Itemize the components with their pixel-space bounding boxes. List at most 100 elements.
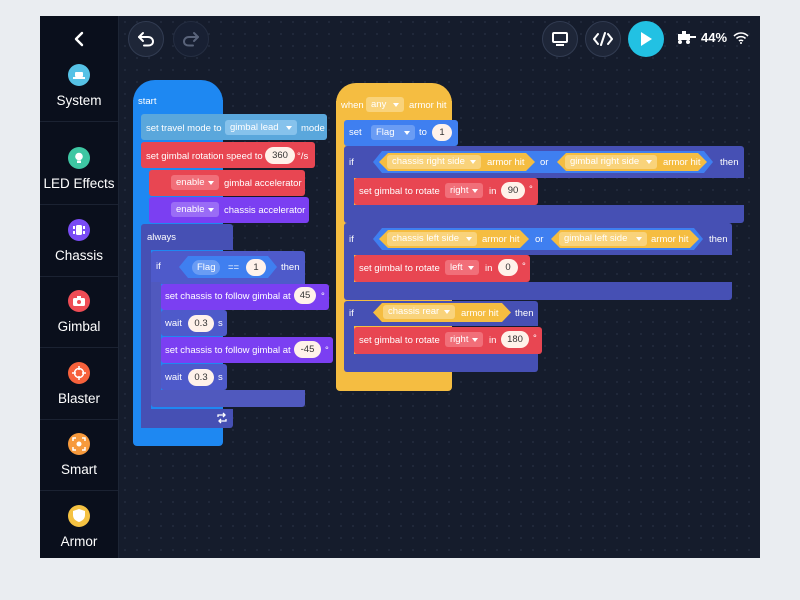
category-chassis[interactable]: Chassis: [40, 205, 118, 277]
category-system[interactable]: System: [40, 50, 118, 122]
armor-any-dropdown[interactable]: any: [366, 97, 404, 112]
rotate-label-2: set gimbal to rotate: [359, 263, 440, 274]
if-flag-block-bottom: [151, 390, 305, 407]
undo-button[interactable]: [128, 21, 164, 57]
wait-input-1[interactable]: 0.3: [188, 315, 214, 332]
follow-angle-input-1[interactable]: 45: [294, 287, 316, 304]
gimbal-left-dropdown[interactable]: gimbal left side: [559, 232, 647, 246]
chassis-right-dropdown[interactable]: chassis right side: [387, 155, 481, 169]
armor-hit-label-2a: armor hit: [482, 234, 520, 245]
chassis-accel-label: chassis accelerator: [224, 205, 306, 216]
play-icon: [641, 32, 652, 46]
code-canvas[interactable]: 44% start set travel mode to gimbal lead…: [119, 16, 760, 558]
to-label: to: [419, 127, 427, 138]
equals-label: ==: [228, 262, 240, 273]
if-left-block-bottom: [344, 282, 732, 300]
wait-input-2[interactable]: 0.3: [188, 369, 214, 386]
chassis-rear-dropdown[interactable]: chassis rear: [383, 305, 455, 319]
follow-angle-input-2[interactable]: -45: [294, 341, 321, 358]
run-button[interactable]: [628, 21, 664, 57]
code-view-button[interactable]: [585, 21, 621, 57]
category-gimbal[interactable]: Gimbal: [40, 276, 118, 348]
then-label-3: then: [515, 308, 534, 319]
travel-mode-dropdown[interactable]: gimbal lead: [225, 120, 297, 135]
category-label: Armor: [60, 533, 98, 549]
armor-hit-label-2b: armor hit: [651, 234, 689, 245]
if-right-block-bottom: [344, 205, 744, 223]
rotate-direction-dropdown-1[interactable]: right: [445, 183, 483, 198]
seconds-label-2: s: [218, 372, 223, 383]
flag-variable-pill[interactable]: Flag: [192, 260, 220, 275]
seconds-label-1: s: [218, 318, 223, 329]
follow-label-2: set chassis to follow gimbal at: [165, 345, 291, 356]
if-label-2: if: [349, 234, 354, 245]
category-led-effects[interactable]: LED Effects: [40, 133, 118, 205]
in-label-1: in: [489, 186, 497, 197]
enable-dropdown-1[interactable]: enable: [171, 175, 219, 190]
then-label-1: then: [720, 157, 739, 168]
speed-unit-label: °/s: [297, 151, 309, 162]
if-label-3: if: [349, 308, 354, 319]
category-sidebar: System LED Effects Chassis Gimbal Blaste…: [40, 16, 119, 558]
robot-connection-icon: [678, 30, 696, 44]
gimbal-accel-label: gimbal accelerator: [224, 178, 302, 189]
code-icon: [593, 32, 613, 46]
chassis-left-dropdown[interactable]: chassis left side: [387, 232, 477, 246]
category-armor[interactable]: Armor: [40, 491, 118, 558]
armor-hit-label-1b: armor hit: [663, 157, 701, 168]
gimbal-right-dropdown[interactable]: gimbal right side: [565, 155, 657, 169]
rotate-degree-input-3[interactable]: 180: [501, 331, 529, 348]
flag-set-value[interactable]: 1: [432, 124, 452, 141]
start-hat: [133, 80, 223, 102]
screen-button[interactable]: [542, 21, 578, 57]
if-rear-block-side: [344, 324, 354, 356]
flag-variable-dropdown[interactable]: Flag: [371, 125, 415, 140]
redo-button[interactable]: [173, 21, 209, 57]
crosshair-icon: [68, 361, 90, 384]
chassis-icon: [68, 218, 90, 241]
category-blaster[interactable]: Blaster: [40, 348, 118, 420]
rotate-label-1: set gimbal to rotate: [359, 186, 440, 197]
monitor-icon: [552, 32, 568, 46]
degree-symbol-2: °: [522, 261, 526, 272]
armor-hit-hat: [336, 83, 452, 103]
status-area: 44%: [676, 30, 749, 45]
category-label: Chassis: [54, 247, 103, 263]
if-right-block-side: [344, 176, 354, 206]
always-label: always: [147, 232, 177, 243]
armor-hit-label-1a: armor hit: [487, 157, 525, 168]
undo-icon: [138, 32, 155, 47]
rotation-speed-input[interactable]: 360: [265, 147, 295, 164]
enable-dropdown-2[interactable]: enable: [171, 202, 219, 217]
rotate-degree-input-1[interactable]: 90: [501, 182, 525, 199]
chevron-left-icon: [74, 31, 84, 47]
set-travel-label: set travel mode to: [146, 123, 222, 134]
shield-icon: [68, 504, 90, 527]
category-label: Blaster: [57, 390, 101, 406]
rotate-label-3: set gimbal to rotate: [359, 335, 440, 346]
degree-symbol-1: °: [529, 184, 533, 195]
app-window: System LED Effects Chassis Gimbal Blaste…: [40, 16, 760, 558]
category-label: System: [56, 92, 102, 108]
if-left-block-side: [344, 253, 354, 283]
rotate-direction-dropdown-3[interactable]: right: [445, 332, 483, 347]
flag-compare-value[interactable]: 1: [246, 259, 266, 276]
armor-hit-label-3: armor hit: [461, 308, 499, 319]
always-block-top[interactable]: [141, 224, 233, 250]
category-smart[interactable]: Smart: [40, 419, 118, 491]
battery-level: 44%: [701, 30, 728, 45]
back-button[interactable]: [40, 16, 118, 62]
follow-label-1: set chassis to follow gimbal at: [165, 291, 291, 302]
when-label: when: [341, 100, 364, 111]
wait-label-1: wait: [165, 318, 182, 329]
redo-icon: [182, 32, 199, 47]
loop-icon: [217, 412, 227, 424]
then-label: then: [281, 262, 300, 273]
rotate-direction-dropdown-2[interactable]: left: [445, 260, 479, 275]
if-label: if: [156, 261, 161, 272]
rotate-degree-input-2[interactable]: 0: [498, 259, 518, 276]
or-label-2: or: [535, 234, 544, 245]
in-label-3: in: [489, 335, 497, 346]
always-block-side: [141, 248, 151, 428]
camera-icon: [68, 289, 90, 312]
